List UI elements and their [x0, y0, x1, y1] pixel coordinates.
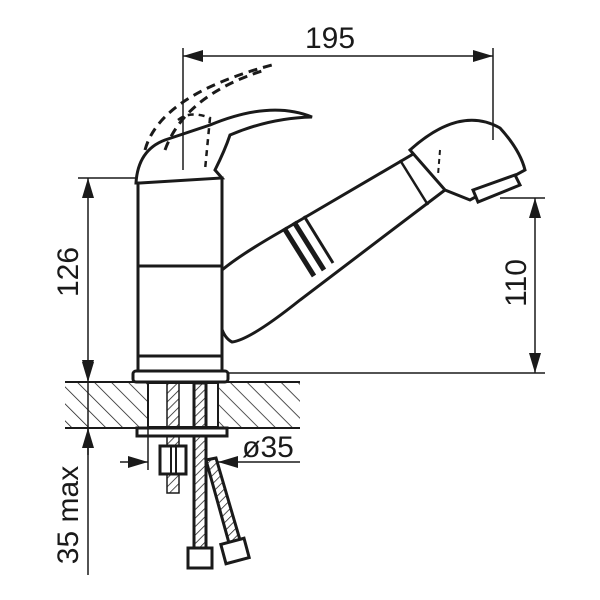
pull-out-spout [216, 118, 527, 344]
hole-diameter-label: ø35 [242, 431, 294, 464]
spout-height-label: 110 [500, 259, 533, 307]
mounting-plate [135, 426, 229, 438]
hose-nut [218, 536, 252, 566]
counter-thickness-label: 35 max [52, 466, 85, 564]
dimension-hole-diameter: ø35 [120, 428, 300, 470]
mounting-stud [158, 382, 188, 494]
width-label: 195 [305, 22, 355, 55]
dimension-spout-height: 110 [228, 197, 545, 374]
faucet-body [131, 176, 230, 384]
dimension-width: 195 [182, 22, 494, 170]
dimension-body-height: 126 [52, 177, 135, 380]
hose-nut [186, 546, 214, 570]
dimension-counter-thickness: 35 max [52, 360, 94, 575]
flexible-hoses [186, 381, 252, 570]
countertop-section [65, 381, 300, 429]
base-ring [131, 369, 230, 384]
body-height-label: 126 [52, 247, 85, 297]
spray-head [407, 118, 527, 202]
lever-handle [134, 63, 313, 185]
